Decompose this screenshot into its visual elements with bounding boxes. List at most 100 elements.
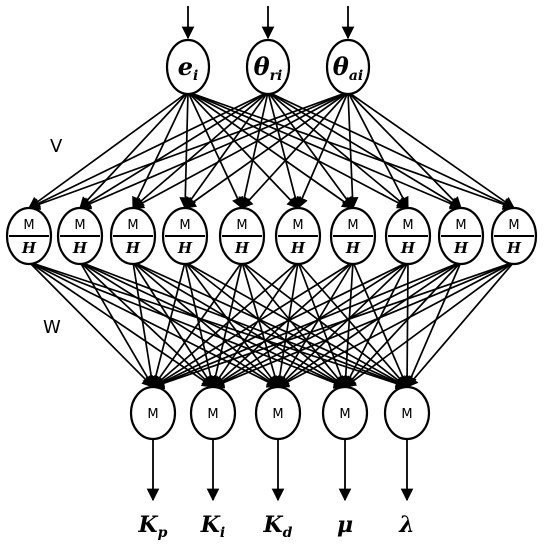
output-node: M — [383, 385, 431, 441]
edge-v — [296, 91, 349, 210]
edge-w — [211, 261, 515, 389]
input-label: θai — [333, 52, 363, 84]
edge-w — [344, 261, 515, 388]
edge-v — [187, 91, 299, 209]
hidden-node: MH — [161, 206, 209, 266]
hidden-node-glyph-bottom: H — [290, 239, 306, 257]
edge-w — [273, 261, 299, 389]
input-node: ei — [165, 38, 211, 96]
edge-v — [131, 91, 349, 209]
output-node-circle — [321, 385, 369, 441]
edge-w — [132, 261, 214, 389]
edge-w — [212, 261, 299, 388]
output-node-circle — [383, 385, 431, 441]
input-node: θri — [245, 38, 291, 96]
hidden-node-glyph-bottom: H — [400, 239, 416, 257]
edge-w — [297, 261, 347, 389]
output-label: Kd — [263, 512, 293, 541]
output-node-glyph: M — [147, 407, 158, 422]
edge-v — [79, 91, 189, 209]
output-node-glyph: M — [339, 407, 350, 422]
edge-w — [277, 261, 462, 388]
edge-w — [28, 261, 214, 388]
edge-w — [132, 261, 158, 389]
layer-label-v: V — [50, 136, 63, 157]
edge-v — [27, 91, 269, 209]
input-node-circle — [325, 38, 371, 96]
hidden-node: MH — [5, 206, 53, 266]
edge-v — [132, 91, 269, 209]
hidden-node-glyph-top: M — [236, 218, 247, 233]
edge-v — [267, 91, 463, 209]
edge-v — [267, 91, 409, 209]
edge-v — [132, 91, 189, 210]
edge-v — [241, 91, 349, 209]
edge-w — [79, 261, 280, 388]
hidden-node: MH — [218, 206, 266, 266]
edge-w — [28, 261, 154, 388]
hidden-node-glyph-top: M — [179, 218, 190, 233]
edge-v — [347, 91, 462, 209]
edge-w — [151, 261, 515, 390]
edge-w — [152, 261, 243, 388]
output-node: M — [254, 385, 302, 441]
edge-w — [241, 261, 281, 389]
hidden-node-glyph-bottom: H — [345, 239, 361, 257]
hidden-node-glyph-bottom: H — [21, 239, 37, 257]
edge-w — [276, 261, 515, 388]
input-node: θai — [325, 38, 371, 96]
edge-w — [212, 261, 354, 388]
hidden-node: MH — [437, 206, 485, 266]
edge-w — [344, 261, 409, 389]
edge-w — [184, 261, 409, 388]
hidden-node: MH — [109, 206, 157, 266]
hidden-node-glyph-top: M — [127, 218, 138, 233]
edge-w — [352, 261, 409, 389]
edge-w — [277, 261, 354, 389]
hidden-node: MH — [56, 206, 104, 266]
hidden-node-glyph-bottom: H — [453, 239, 469, 257]
hidden-node-glyph-top: M — [402, 218, 413, 233]
hidden-node: MH — [490, 206, 538, 266]
output-node: M — [321, 385, 369, 441]
edge-v — [187, 91, 463, 210]
input-label: θri — [254, 52, 283, 84]
hidden-node-glyph-top: M — [347, 218, 358, 233]
input-node-circle — [165, 38, 211, 96]
output-node-circle — [189, 385, 237, 441]
output-node-glyph: M — [207, 407, 218, 422]
output-label: Ki — [200, 512, 225, 541]
output-label: λ — [398, 512, 414, 538]
edge-w — [184, 261, 217, 389]
edge-v — [267, 91, 302, 210]
hidden-output-connections — [28, 261, 515, 390]
edge-v — [184, 91, 349, 209]
input-label: ei — [178, 52, 199, 84]
edge-v — [78, 91, 349, 210]
output-node-circle — [254, 385, 302, 441]
edge-v — [347, 91, 515, 209]
edge-w — [241, 261, 408, 388]
edge-w — [132, 261, 409, 388]
input-node-circle — [245, 38, 291, 96]
output-node-circle — [129, 385, 177, 441]
edge-w — [241, 261, 346, 388]
output-node-glyph: M — [401, 407, 412, 422]
layer-label-w: W — [43, 317, 61, 338]
edge-v — [27, 91, 349, 210]
hidden-node-glyph-bottom: H — [177, 239, 193, 257]
hidden-node-glyph-bottom: H — [506, 239, 522, 257]
edge-v — [187, 91, 354, 209]
hidden-node-glyph-top: M — [74, 218, 85, 233]
input-hidden-connections — [27, 91, 516, 211]
edge-w — [149, 261, 186, 389]
edge-v — [267, 91, 516, 209]
edge-w — [79, 261, 409, 389]
hidden-node-glyph-bottom: H — [234, 239, 250, 257]
hidden-node: MH — [384, 206, 432, 266]
edge-v — [187, 91, 410, 209]
edge-w — [406, 261, 515, 388]
edge-w — [151, 261, 354, 388]
